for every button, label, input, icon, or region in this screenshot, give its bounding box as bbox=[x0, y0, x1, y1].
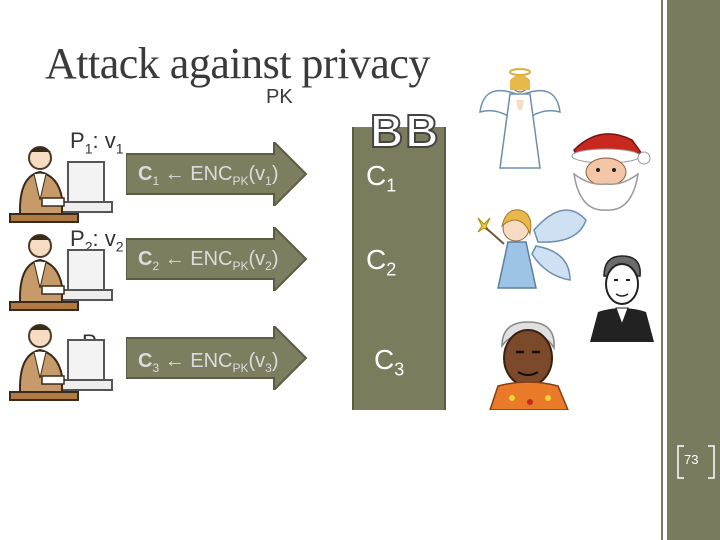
angel-icon bbox=[479, 68, 561, 169]
arrow-3 bbox=[126, 326, 308, 390]
person-at-computer-icon bbox=[9, 146, 113, 223]
fairy-icon bbox=[477, 209, 587, 289]
right-band bbox=[667, 0, 720, 540]
arrow-1 bbox=[126, 142, 308, 206]
santa-claus-icon bbox=[571, 133, 651, 211]
slide-title: Attack against privacy bbox=[45, 39, 430, 88]
bb-entry-3: C3 bbox=[374, 344, 405, 380]
person-at-computer-icon bbox=[9, 324, 113, 401]
bb-entry-2: C2 bbox=[366, 244, 397, 280]
slide-title-subscript: PK bbox=[266, 86, 293, 108]
bb-entry-1: C1 bbox=[366, 160, 397, 196]
page-number-bracket bbox=[677, 445, 715, 479]
elder-man-icon bbox=[489, 321, 569, 410]
person-at-computer-icon bbox=[9, 234, 113, 311]
arrow-label-1: C1 ← ENCPK(v1) bbox=[138, 163, 279, 188]
party-label-2: P2: v2 bbox=[70, 226, 124, 255]
arrow-label-3: C3 ← ENCPK(v3) bbox=[138, 350, 279, 375]
arrow-label-2: C2 ← ENCPK(v2) bbox=[138, 248, 279, 273]
arrow-2 bbox=[126, 227, 308, 291]
party-label-1: P1: v1 bbox=[70, 128, 124, 157]
bulletin-board-title: BB bbox=[369, 104, 441, 158]
bulletin-board bbox=[352, 127, 446, 410]
right-band-line bbox=[661, 0, 663, 540]
page-number: 73 bbox=[684, 452, 699, 467]
man-in-suit-icon bbox=[590, 255, 654, 342]
